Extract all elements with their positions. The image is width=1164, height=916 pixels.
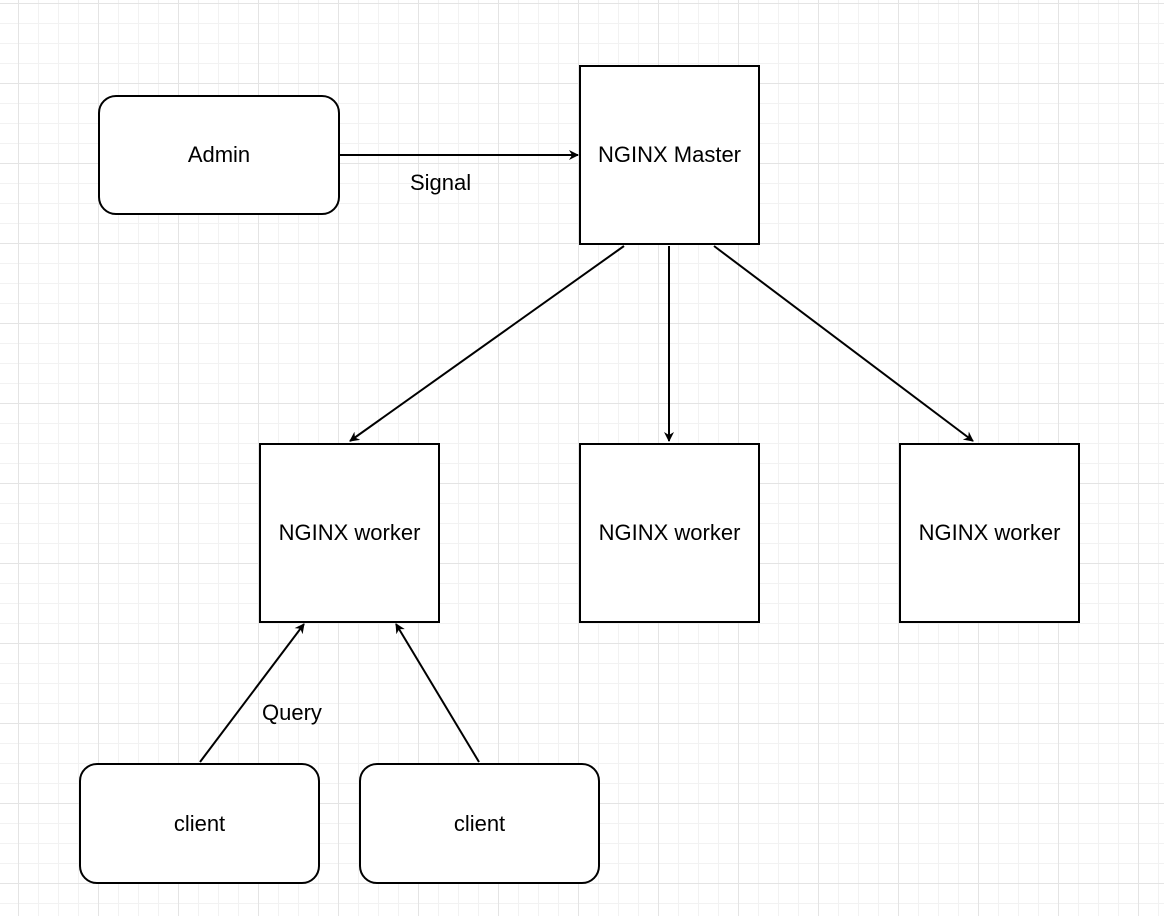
edge-label-signal: Signal (410, 170, 472, 195)
edge-client-1-to-worker-1 (199, 623, 305, 763)
node-nginx-master-label: NGINX Master (597, 142, 742, 167)
edge-client-2-to-worker-1 (395, 623, 480, 763)
node-nginx-worker-2[interactable]: NGINX worker (579, 443, 760, 623)
node-nginx-worker-3-label: NGINX worker (918, 520, 1061, 545)
node-client-2-label: client (453, 810, 506, 836)
edge-label-query: Query (262, 700, 322, 725)
node-client-1[interactable]: client (79, 763, 320, 884)
node-admin[interactable]: Admin (98, 95, 340, 215)
node-nginx-worker-2-label: NGINX worker (598, 520, 741, 545)
node-client-1-label: client (173, 810, 226, 836)
edge-master-to-worker-3 (713, 245, 974, 442)
edge-master-to-worker-1 (349, 245, 625, 442)
node-nginx-worker-3[interactable]: NGINX worker (899, 443, 1080, 623)
node-admin-label: Admin (187, 142, 251, 167)
node-nginx-master[interactable]: NGINX Master (579, 65, 760, 245)
node-nginx-worker-1[interactable]: NGINX worker (259, 443, 440, 623)
node-client-2[interactable]: client (359, 763, 600, 884)
node-nginx-worker-1-label: NGINX worker (278, 520, 421, 545)
